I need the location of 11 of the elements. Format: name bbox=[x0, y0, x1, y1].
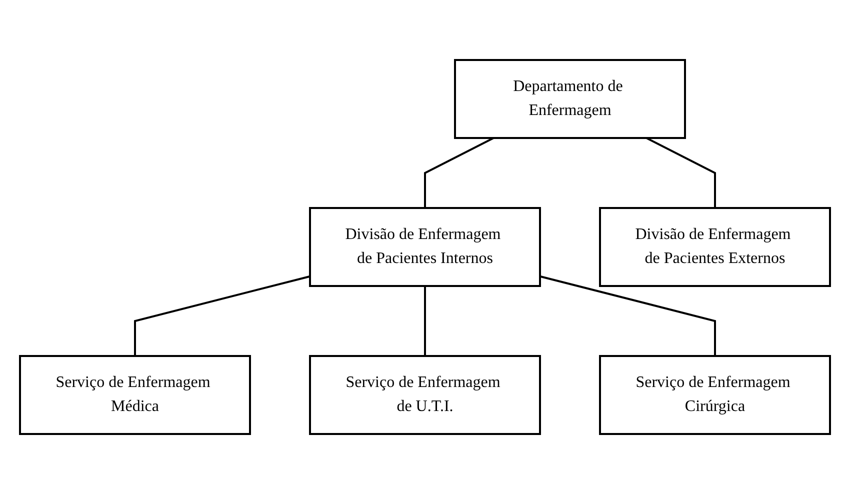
connector bbox=[424, 286, 426, 356]
connector bbox=[424, 136, 494, 208]
node-box: Departamento de Enfermagem bbox=[454, 58, 686, 138]
node-box: Serviço de Enfermagem Cirúrgica bbox=[599, 354, 831, 434]
node-box: Serviço de Enfermagem Médica bbox=[19, 354, 251, 434]
connector bbox=[646, 136, 716, 208]
node-box: Serviço de Enfermagem de U.T.I. bbox=[309, 354, 541, 434]
node-box: Divisão de Enfermagem de Pacientes Internos bbox=[309, 206, 541, 286]
node-box: Divisão de Enfermagem de Pacientes Externos bbox=[599, 206, 831, 286]
connector bbox=[540, 274, 716, 356]
connector bbox=[134, 274, 310, 356]
